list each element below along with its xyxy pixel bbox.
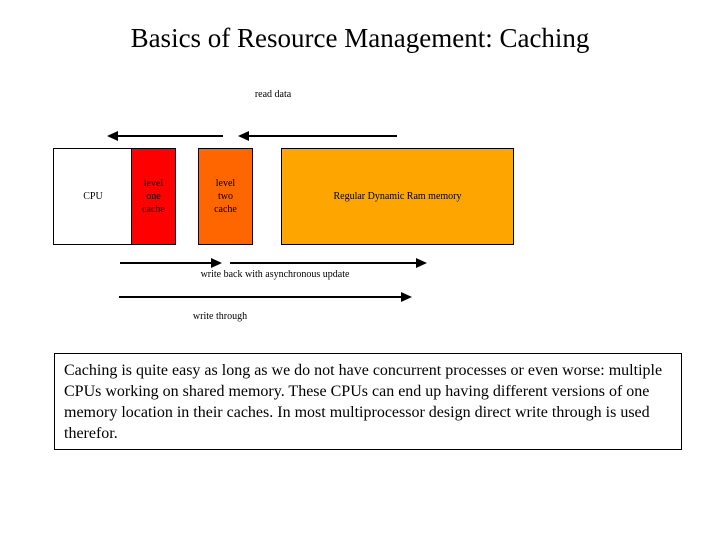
read-data-label: read data: [254, 89, 292, 100]
cpu-box[interactable]: CPU: [53, 148, 132, 245]
level-one-cache-label: level one cache: [142, 178, 165, 215]
write-back-arrow-cpu-to-cache: [120, 258, 222, 268]
level-one-cache-box[interactable]: level one cache: [131, 148, 176, 245]
write-through-arrow: [119, 292, 412, 302]
write-back-arrow-cache-to-ram: [230, 258, 427, 268]
cpu-box-label: CPU: [83, 191, 103, 202]
page-title: Basics of Resource Management: Caching: [130, 23, 590, 53]
level-two-cache-box[interactable]: level two cache: [198, 148, 253, 245]
write-back-label: write back with asynchronous update: [200, 269, 350, 280]
level-two-cache-label: level two cache: [214, 178, 237, 215]
read-arrow-ram-to-cache: [238, 131, 397, 141]
write-through-label: write through: [192, 311, 248, 322]
ram-box[interactable]: Regular Dynamic Ram memory: [281, 148, 514, 245]
note-box: Caching is quite easy as long as we do n…: [54, 353, 682, 450]
read-arrow-cache-to-cpu: [107, 131, 223, 141]
note-text: Caching is quite easy as long as we do n…: [64, 362, 663, 442]
ram-box-label: Regular Dynamic Ram memory: [333, 191, 462, 202]
